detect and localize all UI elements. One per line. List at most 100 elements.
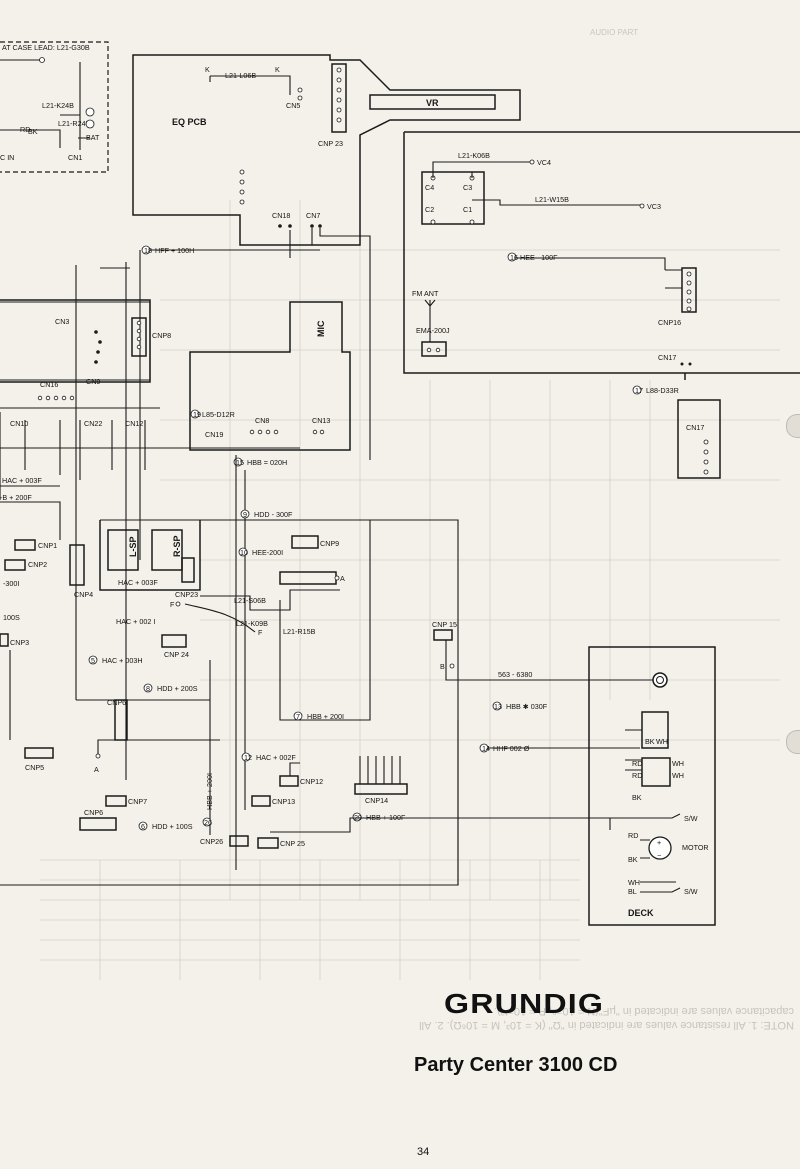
- l21-r15b-label: L21-R15B: [283, 627, 316, 636]
- hff-100h-label: HFF + 100H: [155, 246, 194, 255]
- hbb-030f-label: HBB ✱ 030F: [506, 702, 548, 711]
- motor-rd-label: RD: [628, 831, 638, 840]
- l21-w15b-label: L21-W15B: [535, 195, 569, 204]
- deck-bk-label-2: BK: [632, 793, 642, 802]
- battery-case-block: AT CASE LEAD: L21-G30B L21-K24B L21-R24B…: [0, 41, 109, 173]
- cnp4-label: CNP4: [74, 590, 93, 599]
- cnp23-mid-label: CNP23: [175, 590, 198, 599]
- sw-label-2: S/W: [684, 887, 698, 896]
- cnp14-label: CNP14: [365, 796, 388, 805]
- num-14: 14: [482, 744, 490, 753]
- c2-label: C2: [425, 205, 434, 214]
- f-label-2: F: [258, 628, 263, 637]
- hac-002f-label: HAC + 002F: [256, 753, 296, 762]
- cn22-label: CN22: [84, 419, 102, 428]
- r-sp-label: R-SP: [172, 535, 182, 557]
- a-label-1: A: [340, 574, 345, 583]
- c-in-label: C IN: [0, 153, 14, 162]
- brand-logo: GRUNDIG: [444, 988, 605, 1019]
- deck-rd-label-2: RD: [632, 771, 642, 780]
- binder-tab-2: [786, 730, 800, 754]
- cn5-label: CN5: [286, 101, 300, 110]
- l21-k09b-label: L21-K09B: [236, 619, 268, 628]
- hee-100f-label: HEE - 100F: [520, 253, 558, 262]
- num-19: 19: [193, 410, 201, 419]
- background-traces: AUDIO PART: [40, 28, 780, 980]
- page-number: 34: [417, 1146, 430, 1158]
- hee-200i-label: HEE-200I: [252, 548, 283, 557]
- cnp12-label: CNP12: [300, 777, 323, 786]
- cnp7-label: CNP7: [128, 797, 147, 806]
- vc3-label: VC3: [647, 202, 661, 211]
- num-5: 5: [91, 656, 95, 665]
- deck-wh-label-4: WH: [628, 878, 640, 887]
- bk-label: BK: [28, 127, 38, 136]
- cn1-label: CN1: [68, 153, 82, 162]
- num-8: 8: [146, 684, 150, 693]
- cnp6-top-label: CNP6: [107, 698, 126, 707]
- hbb-200i-vertical-label: HBB + 200I: [205, 773, 214, 810]
- hdd-100s-label: HDD + 100S: [152, 822, 193, 831]
- c4-label: C4: [425, 183, 434, 192]
- vc4-label: VC4: [537, 158, 551, 167]
- eq-pcb-label: EQ PCB: [172, 117, 207, 127]
- l21-k24b-label: L21-K24B: [42, 101, 74, 110]
- deck-wh-label-2: WH: [672, 759, 684, 768]
- audio-part-ghost: AUDIO PART: [590, 28, 638, 37]
- cn8-label: CN8: [255, 416, 269, 425]
- cnp26-label: CNP26: [200, 837, 223, 846]
- cn17-label: CN17: [686, 423, 704, 432]
- cnp24-label: CNP 24: [164, 650, 189, 659]
- l85-d12r-label: L85-D12R: [202, 410, 235, 419]
- cn19-label: CN19: [205, 430, 223, 439]
- cnp13-label: CNP13: [272, 797, 295, 806]
- sw-label-1: S/W: [684, 814, 698, 823]
- c1-label: C1: [463, 205, 472, 214]
- cn17-block: 17 L88-D33R CN17: [632, 385, 721, 479]
- deck-bl-label: BL: [628, 887, 637, 896]
- hac-003f-label: HAC + 003F: [2, 476, 42, 485]
- num-13: 13: [494, 702, 502, 711]
- num-9: 9: [243, 510, 247, 519]
- cn7-label: CN7: [306, 211, 320, 220]
- cnp25-label: CNP 25: [280, 839, 305, 848]
- num-7: 7: [296, 712, 300, 721]
- num-26: 26: [204, 818, 212, 827]
- b-200f-label: -B + 200F: [0, 493, 32, 502]
- motor-minus: −: [657, 851, 661, 860]
- num-18: 18: [144, 246, 152, 255]
- motor-bk-label: BK: [628, 855, 638, 864]
- cnp16-label: CNP16: [658, 318, 681, 327]
- f-label-1: F: [170, 600, 175, 609]
- deck-bk-label: BK: [645, 737, 655, 746]
- a-label-2: A: [94, 765, 99, 774]
- b-label: B: [440, 662, 445, 671]
- k-label-2: K: [275, 65, 280, 74]
- cnp23-top-label: CNP 23: [318, 139, 343, 148]
- l-sp-label: L-SP: [128, 536, 138, 557]
- cn9-label: CN9: [86, 377, 100, 386]
- cnp9-label: CNP9: [320, 539, 339, 548]
- hdd-300f-label: HDD - 300F: [254, 510, 293, 519]
- cn18-label: CN18: [272, 211, 290, 220]
- num-12: 12: [244, 753, 252, 762]
- hac-003h-label: HAC + 003H: [102, 656, 143, 665]
- cn13-label: CN13: [312, 416, 330, 425]
- deck-rd-label-1: RD: [632, 759, 642, 768]
- hbb-020h-label: HBB = 020H: [247, 458, 287, 467]
- motor-plus: +: [657, 838, 661, 847]
- cnp8-label: CNP8: [152, 331, 171, 340]
- deck-wh-label: WH: [656, 737, 668, 746]
- cnp1-label: CNP1: [38, 541, 57, 550]
- tuner-block: C4 C3 C2 C1 L21-K06B VC4 L21-W15B VC3 FM…: [403, 131, 800, 380]
- main-wiring: 18 HFF + 100H CN3 CNP8 CN9 CN16 CN10 CN2…: [0, 228, 660, 886]
- num-16: 16: [510, 253, 518, 262]
- cn16-label: CN16: [40, 380, 58, 389]
- motor-label: MOTOR: [682, 843, 709, 852]
- ema-200j-label: EMA-200J: [416, 326, 450, 335]
- deck-block: BK WH RD RD WH WH BK S/W + − MOTOR RD BK…: [588, 646, 716, 926]
- eq-pcb-block: EQ PCB K K L21-L06B VR CNP 23 CN5 CN18 C…: [132, 54, 521, 246]
- hdd-200s-label: HDD + 200S: [157, 684, 198, 693]
